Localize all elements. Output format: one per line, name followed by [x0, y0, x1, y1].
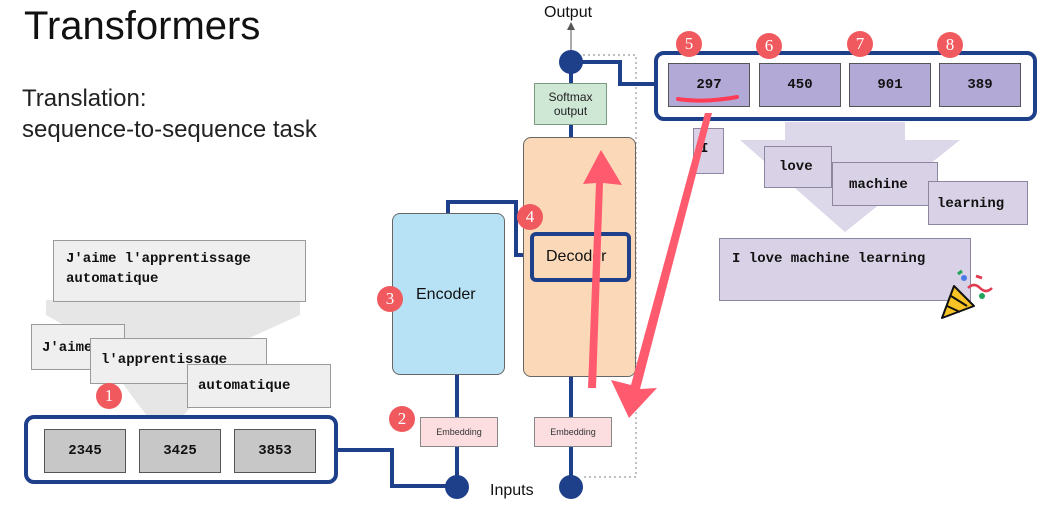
inputs-dot-encoder: [445, 475, 469, 499]
input-id-token-2: 3425: [139, 429, 221, 473]
red-underline-297: [676, 95, 739, 103]
badge-2: 2: [389, 406, 415, 432]
output-id-token-2: 450: [759, 63, 841, 107]
encoder-label: Encoder: [416, 286, 476, 303]
inputs-label: Inputs: [490, 482, 534, 499]
input-id-token-1: 2345: [44, 429, 126, 473]
input-id-token-3: 3853: [234, 429, 316, 473]
output-id-token-3: 901: [849, 63, 931, 107]
output-dot-to-ids-line: [571, 60, 656, 86]
input-token-automatique: automatique: [187, 364, 331, 408]
softmax-label: Softmax output: [548, 90, 593, 118]
subtitle-line-2: sequence-to-sequence task: [22, 116, 317, 143]
badge-1: 1: [96, 383, 122, 409]
softmax-output-box: Softmax output: [534, 83, 607, 125]
output-sentence-box: I love machine learning: [719, 238, 971, 301]
encoder-embedding-box: Embedding: [420, 417, 498, 447]
party-popper-icon: [941, 269, 993, 319]
red-up-arrow: [583, 150, 622, 388]
decoder-embedding-box: Embedding: [534, 417, 612, 447]
badge-6: 6: [756, 33, 782, 59]
output-id-token-4: 389: [939, 63, 1021, 107]
red-down-arrow: [611, 113, 712, 418]
badge-7: 7: [847, 31, 873, 57]
input-sentence-box: J'aime l'apprentissage automatique: [53, 240, 306, 302]
input-ids-to-inputs-line: [338, 448, 457, 488]
output-token-love: love: [764, 146, 832, 188]
badge-4: 4: [517, 204, 543, 230]
output-token-machine: machine: [832, 162, 938, 206]
subtitle-line-1: Translation:: [22, 85, 147, 112]
output-label: Output: [544, 4, 593, 21]
badge-8: 8: [937, 32, 963, 58]
badge-5: 5: [676, 31, 702, 57]
output-token-learning: learning: [928, 181, 1028, 225]
page-title: Transformers: [24, 4, 261, 48]
inputs-dot-decoder: [559, 475, 583, 499]
output-dot: [559, 50, 583, 74]
output-arrow-head: [567, 22, 575, 30]
badge-3: 3: [377, 286, 403, 312]
decoder-label: Decoder: [546, 248, 607, 265]
decoder-inner-box: [530, 232, 631, 282]
dotted-output-path: [583, 54, 637, 478]
